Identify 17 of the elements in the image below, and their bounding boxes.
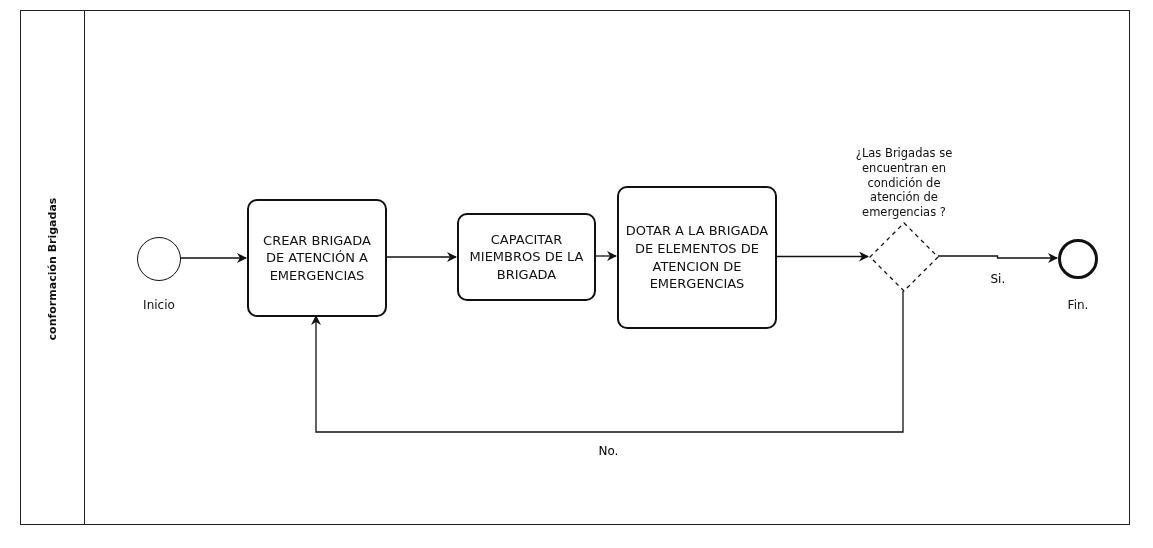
event-label: Fin.: [1067, 298, 1089, 312]
sequence-arrow: [594, 251, 617, 261]
task-box: [457, 213, 596, 301]
pool: [20, 10, 1130, 525]
task-label: CREAR BRIGADA DE ATENCIÓN A EMERGENCIAS: [262, 231, 372, 285]
sequence-arrow: [311, 290, 904, 433]
gateway-question: ¿Las Brigadas se encuentran en condición de atención de emergencias ?: [854, 149, 954, 217]
sequence-arrow: [775, 251, 869, 262]
task-label: DOTAR A LA BRIGADA DE ELEMENTOS DE ATENCION DE EMERGENCIAS: [625, 222, 769, 293]
event-label: Inicio: [143, 298, 175, 312]
sequence-arrow: [179, 253, 247, 263]
sequence-arrow: [937, 253, 1058, 263]
task-box: [617, 186, 777, 329]
task-label: CAPACITAR MIEMBROS DE LA BRIGADA: [468, 230, 585, 284]
sequence-arrow: [385, 252, 457, 262]
task-box: [247, 199, 387, 317]
lane-label: conformación Brigadas: [44, 196, 60, 342]
